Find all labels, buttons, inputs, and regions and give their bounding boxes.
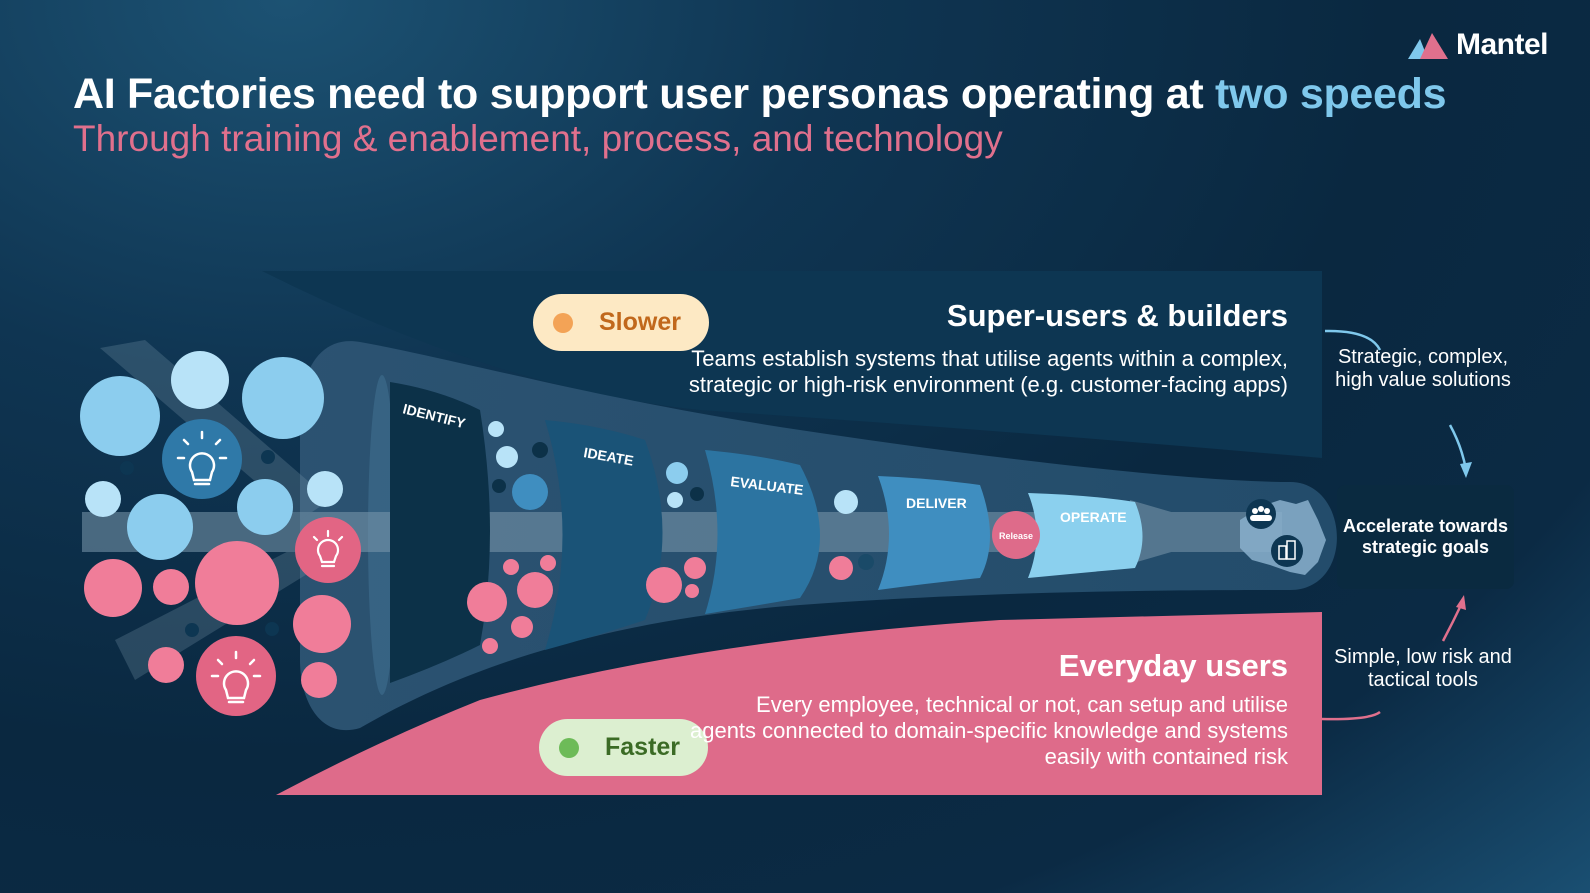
faster-label: Faster (605, 733, 681, 761)
slower-pill: Slower (533, 294, 709, 351)
flow-dots (467, 421, 874, 654)
brand-logo: Mantel (1407, 28, 1549, 62)
slower-dot (553, 312, 573, 333)
buildings-icon (1271, 535, 1303, 567)
lightbulb-icon (176, 430, 228, 486)
faster-pill: Faster (539, 719, 709, 776)
goal-box: Accelerate towards strategic goals (1337, 485, 1514, 589)
slower-label: Slower (599, 308, 681, 336)
everyday-users-description: Every employee, technical or not, can se… (689, 692, 1288, 769)
people-icon (1246, 499, 1276, 529)
goal-label: Accelerate towards strategic goals (1342, 516, 1509, 557)
everyday-users-band (276, 612, 1322, 795)
page-subtitle: Through training & enablement, process, … (73, 118, 1003, 159)
brand-name: Mantel (1455, 28, 1549, 61)
page-title: AI Factories need to support user person… (73, 70, 1447, 119)
stage-operate (1028, 493, 1143, 578)
simple-label: Simple, low risk and tactical tools (1334, 646, 1512, 691)
idea-bubbles (80, 351, 361, 716)
lightbulb-icon (210, 650, 262, 704)
stage-ideate (545, 420, 663, 650)
stage-label-operate: OPERATE (1060, 509, 1127, 525)
stage-deliver (878, 476, 990, 590)
stage-identify (390, 382, 490, 683)
title-main: AI Factories need to support user person… (73, 70, 1216, 118)
faster-dot (559, 737, 579, 758)
stage-evaluate (705, 450, 820, 614)
release-badge (992, 511, 1040, 559)
stage-label-deliver: DELIVER (906, 495, 967, 511)
release-label: Release (999, 531, 1033, 541)
super-users-title: Super-users & builders (946, 298, 1288, 333)
super-users-description: Teams establish systems that utilise age… (688, 346, 1288, 397)
lightbulb-icon (312, 529, 344, 568)
everyday-users-title: Everyday users (1058, 648, 1288, 683)
title-highlight: two speeds (1215, 70, 1447, 118)
mantel-logo-icon (1407, 33, 1448, 59)
super-users-band (262, 271, 1322, 458)
strategic-label: Strategic, complex, high value solutions (1335, 346, 1511, 391)
